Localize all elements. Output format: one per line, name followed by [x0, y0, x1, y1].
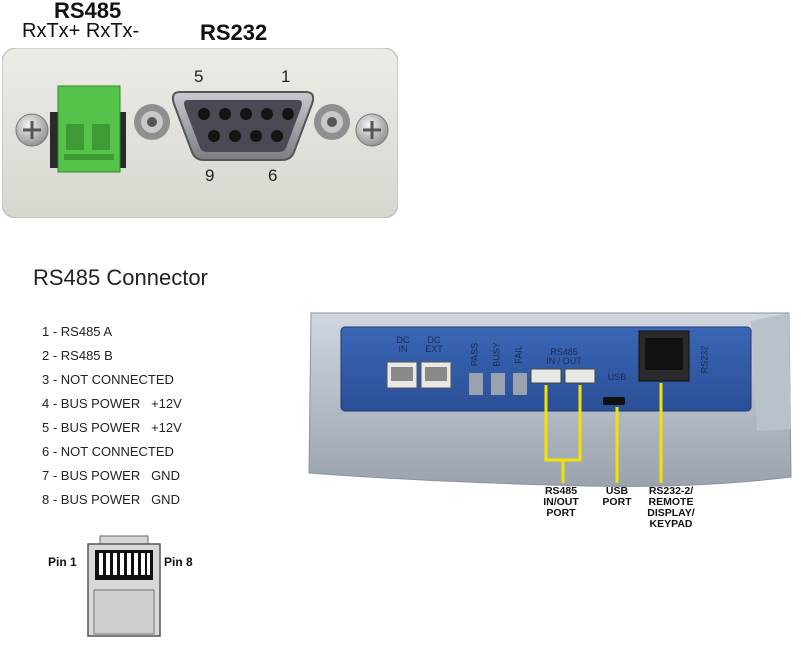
device-panel-graphic	[308, 312, 792, 487]
rs485-heading: RS485	[54, 0, 122, 23]
dc-ext-label-line: DC	[427, 335, 441, 345]
dc-in-label-line: DC	[396, 335, 410, 345]
callout-line: USB	[605, 485, 629, 497]
callout-line: DISPLAY/	[647, 507, 695, 519]
rj45-plug-diagram	[86, 534, 162, 638]
pin-list-item: 3 - NOT CONNECTED	[42, 372, 174, 387]
db9-pin-9-label: 9	[205, 166, 215, 185]
fail-led-label: FAIL	[513, 345, 524, 364]
rs485-port-header-line: RS485	[550, 347, 578, 357]
callout-line: PORT	[602, 496, 632, 508]
dc-in-label: DC IN	[392, 336, 414, 354]
busy-led-label: BUSY	[491, 342, 502, 367]
rs232-heading: RS232	[200, 20, 268, 45]
rj45-plug-graphic	[87, 535, 161, 637]
rs485-port-header-line: IN / OUT	[546, 356, 582, 366]
callout-line: RS232-2/	[648, 485, 694, 497]
dc-ext-label: DC EXT	[422, 336, 446, 354]
pin-list-item: 1 - RS485 A	[42, 324, 113, 339]
rs232-vertical-label: RS232	[699, 345, 710, 374]
callout-line: PORT	[546, 507, 576, 519]
pass-led-label: PASS	[469, 342, 480, 367]
callout-line: REMOTE	[648, 496, 694, 508]
pin8-label: Pin 8	[164, 555, 193, 569]
db9-pin-5-label: 5	[194, 67, 204, 86]
rs485-connector-title: RS485 Connector	[33, 265, 208, 290]
usb-port-callout: USB PORT	[598, 486, 636, 508]
rs485-port-callout: RS485 IN/OUT PORT	[538, 486, 584, 519]
callout-line: KEYPAD	[649, 518, 693, 530]
pin-list-item: 5 - BUS POWER +12V	[42, 420, 182, 435]
callout-line: RS485	[544, 485, 578, 497]
connector-plate-graphic	[1, 47, 399, 219]
pin-list-item: 6 - NOT CONNECTED	[42, 444, 174, 459]
rs485-pin-labels: RxTx+ RxTx-	[22, 20, 140, 42]
rs232-port-callout: RS232-2/ REMOTE DISPLAY/ KEYPAD	[640, 486, 702, 530]
pin-list-item: 4 - BUS POWER +12V	[42, 396, 182, 411]
db9-pin-6-label: 6	[268, 166, 278, 185]
pin-list-item: 8 - BUS POWER GND	[42, 492, 180, 507]
pin1-label: Pin 1	[48, 555, 77, 569]
db9-pin-1-label: 1	[281, 67, 291, 86]
pin-list: 1 - RS485 A 2 - RS485 B 3 - NOT CONNECTE…	[42, 320, 182, 512]
dc-in-label-line: IN	[398, 344, 408, 354]
pin-list-item: 2 - RS485 B	[42, 348, 113, 363]
rs485-port-header: RS485 IN / OUT	[534, 348, 594, 366]
device-panel	[305, 305, 795, 490]
callout-line: IN/OUT	[543, 496, 579, 508]
connector-plate	[1, 47, 399, 219]
pin-list-item: 7 - BUS POWER GND	[42, 468, 180, 483]
usb-panel-label: USB	[607, 372, 627, 382]
dc-ext-label-line: EXT	[425, 344, 443, 354]
